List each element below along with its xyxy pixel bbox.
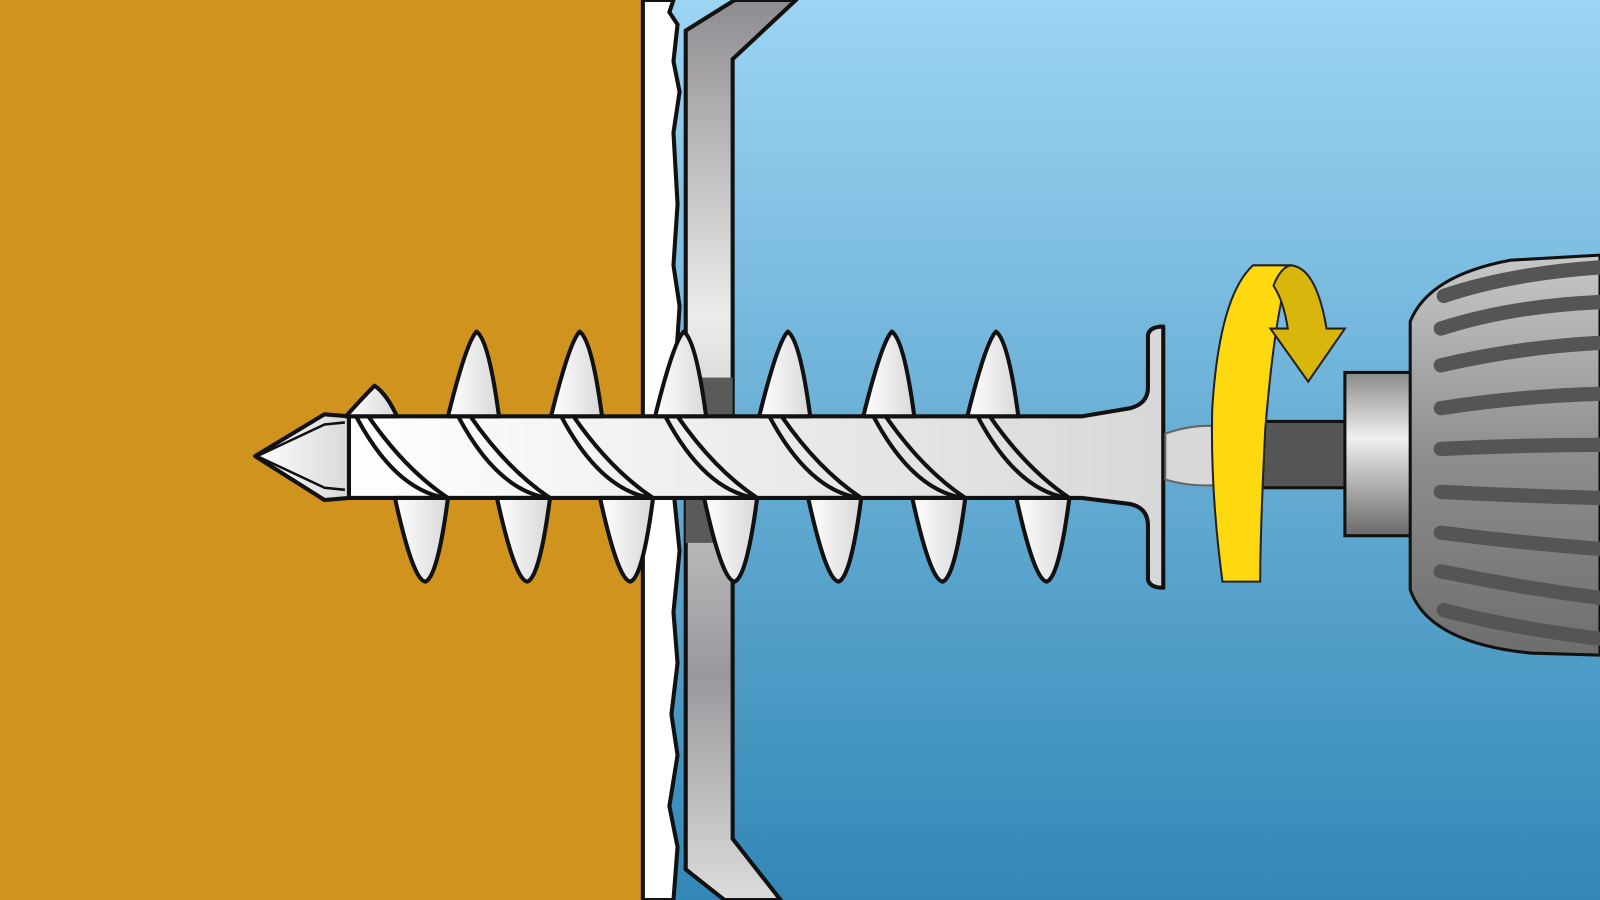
thread-helix — [354, 415, 450, 500]
thread-crest-bottom — [494, 495, 553, 584]
thread-crest-top — [861, 329, 917, 419]
thread-helix — [975, 415, 1071, 500]
drill-grip-ridges — [1433, 260, 1600, 646]
thread-helix — [663, 415, 759, 500]
thread-crest-bottom — [392, 495, 450, 584]
thread-crest-bottom — [702, 495, 760, 584]
thread-helix — [767, 415, 863, 500]
thread-crest-top — [965, 329, 1021, 419]
thread-crest-bottom — [1014, 495, 1072, 584]
thread-helix — [559, 415, 655, 500]
thread-crest-top — [653, 329, 709, 419]
thread-crest-bottom — [806, 495, 864, 584]
thread-crest-top — [757, 329, 813, 419]
anchor-body — [346, 324, 1166, 590]
thread-crest-bottom — [597, 495, 656, 584]
thread-crest-top — [445, 329, 502, 419]
rotation-arrow-icon — [1210, 264, 1347, 583]
drill-chuck — [1343, 370, 1414, 538]
thread-crest-top — [343, 383, 399, 419]
thread-crest-bottom — [910, 495, 968, 584]
thread-helix — [871, 415, 967, 500]
drill-shaft — [1248, 419, 1349, 490]
thread-helix — [456, 415, 552, 500]
metal-profile — [683, 0, 799, 900]
drywall-anchor — [253, 324, 1166, 590]
thread-crest-top — [548, 329, 605, 419]
anchor-threads — [343, 329, 1072, 584]
